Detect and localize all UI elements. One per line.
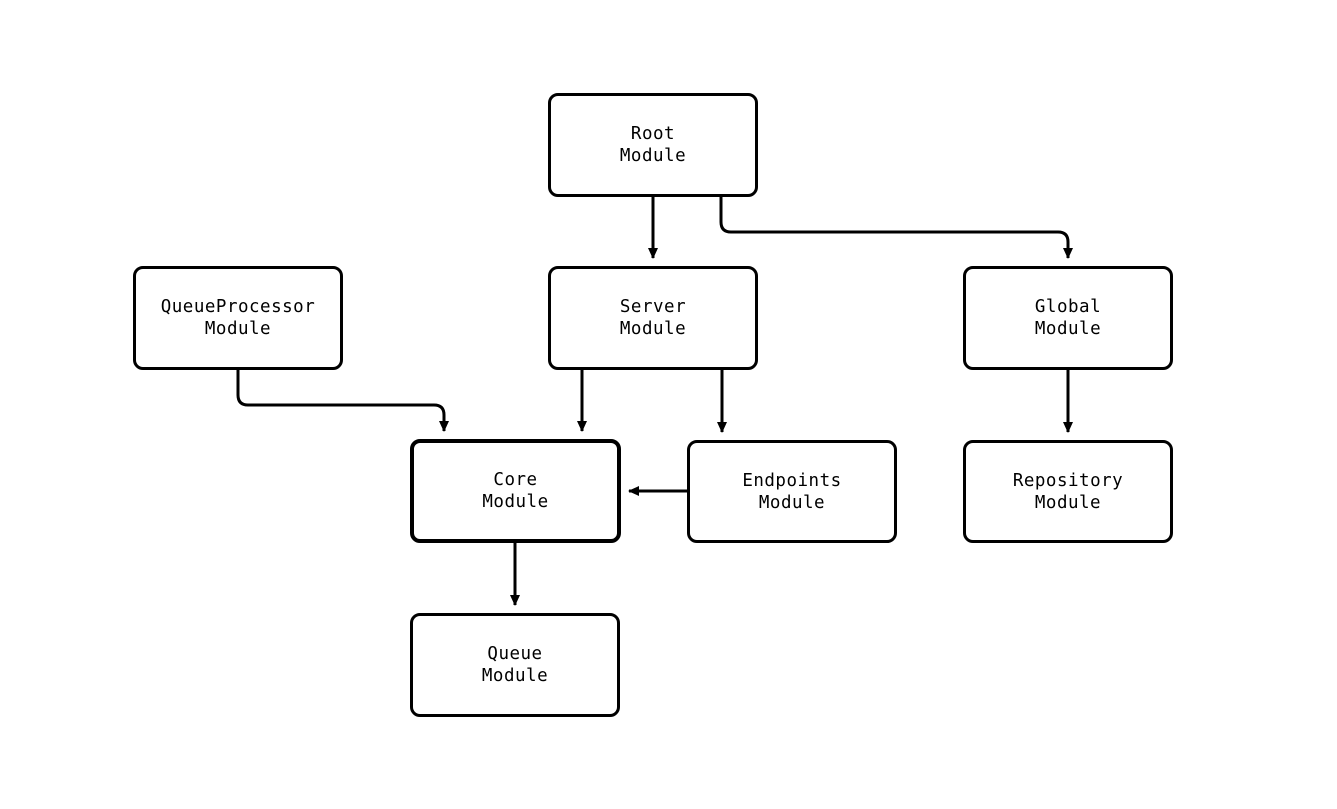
node-queueprocessor[interactable]: QueueProcessor Module (133, 266, 343, 370)
node-root-label: Root Module (619, 124, 687, 166)
node-server[interactable]: Server Module (548, 266, 758, 370)
edge-queueprocessor-to-core (236, 370, 449, 432)
node-queue-label: Queue Module (481, 644, 549, 686)
node-repository-label: Repository Module (1012, 470, 1124, 513)
node-repository[interactable]: Repository Module (963, 440, 1173, 543)
node-server-label: Server Module (619, 297, 687, 339)
node-queue[interactable]: Queue Module (410, 613, 620, 717)
node-endpoints-label: Endpoints Module (742, 470, 842, 513)
node-queueprocessor-label: QueueProcessor Module (160, 297, 316, 339)
node-endpoints[interactable]: Endpoints Module (687, 440, 897, 543)
node-root[interactable]: Root Module (548, 93, 758, 197)
node-global-label: Global Module (1034, 297, 1102, 339)
node-global[interactable]: Global Module (963, 266, 1173, 370)
edge-root-to-global (719, 197, 1073, 259)
node-core[interactable]: Core Module (410, 439, 621, 543)
node-core-label: Core Module (482, 470, 549, 512)
